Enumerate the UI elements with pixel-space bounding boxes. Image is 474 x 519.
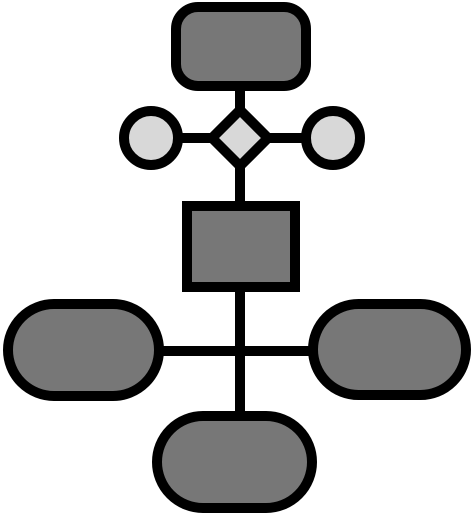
left-terminal-stadium [3,299,164,401]
right-terminal-stadium [308,299,471,400]
left-connector-circle [119,106,183,170]
decision-diamond [207,105,273,171]
right-connector-circle [301,106,365,170]
bottom-terminal-stadium [152,411,317,513]
process-rectangle [182,201,300,292]
top-rounded-rectangle [171,2,311,91]
